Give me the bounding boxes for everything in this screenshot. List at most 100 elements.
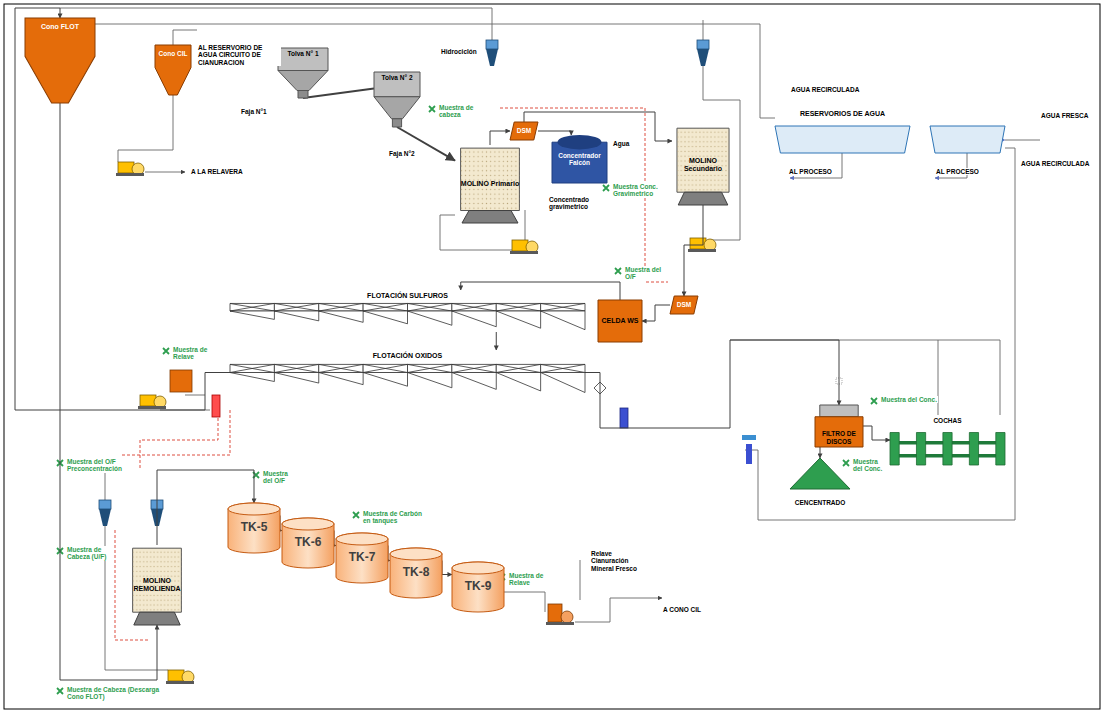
shape-part: [319, 303, 363, 311]
process-pipe: [524, 112, 672, 141]
shape-part: [282, 518, 334, 530]
node-label: TK-6: [293, 534, 324, 552]
shape-part: [452, 311, 496, 327]
disc-filter: FILTRO DE DISCOS: [815, 405, 863, 447]
sample-mark: [163, 348, 169, 354]
node-label: MOLINO REMOLIENDA: [128, 575, 186, 595]
stream-label: A LA RELAVERA: [190, 168, 244, 175]
flotation-bank: FLOTACIÓN OXIDOS: [230, 350, 585, 395]
stream-label: Relave Cianuración Mineral Fresco: [590, 550, 644, 572]
shape-part: [496, 311, 540, 328]
stream-label: AL RESERVORIO DE AGUA CIRCUITO DE CIANUR…: [197, 44, 281, 66]
stream-label: AL PROCESO: [788, 168, 833, 175]
node-label: TK-5: [239, 519, 270, 537]
shape-part: [969, 433, 978, 466]
leach-tank: TK-6: [282, 518, 334, 568]
shape-part: [336, 533, 388, 545]
sample-mark: [603, 185, 609, 191]
sample-mark: [57, 688, 63, 694]
shape-part: [496, 364, 540, 372]
process-pipe: [684, 205, 703, 296]
stream-label: Concentrado gravimetrico: [548, 196, 602, 211]
shape-part: [274, 364, 318, 372]
shape-part: [541, 311, 585, 330]
shape-part: [461, 148, 520, 210]
sample-point-label: Muestra de Relave: [508, 572, 550, 587]
stream-label: AGUA RECIRCULADA: [1020, 160, 1090, 167]
shape-part: [274, 311, 318, 321]
ball-mill: MOLINO REMOLIENDA: [128, 545, 186, 625]
shape-part: [996, 433, 1005, 466]
shape-part: [274, 303, 318, 311]
flotation-cell: CELDA WS: [598, 300, 642, 342]
shape-part: [134, 612, 180, 625]
shape-part: [462, 211, 518, 223]
sample-point-label: Muestra Conc. Gravimetrico: [612, 183, 662, 198]
sample-point-label: Muestra de Carbón en tanques: [362, 510, 426, 525]
node-label: Tolva N° 2: [379, 72, 414, 83]
cone-thickener: Cono FLOT: [25, 18, 95, 103]
node-label: Concentrador Falcón: [552, 150, 607, 169]
shape-part: [558, 135, 602, 149]
shape-part: [319, 311, 363, 322]
shape-part: [496, 373, 540, 391]
stream-label: Agua: [612, 140, 630, 147]
shape-part: [510, 122, 538, 140]
shape-part: [916, 433, 925, 466]
shape-part: [230, 311, 274, 319]
sample-point-label: Muestra del Conc.: [852, 458, 888, 473]
sample-point-label: Muestra de Cabeza (U/F): [66, 546, 114, 561]
shape-part: [363, 311, 407, 324]
leach-tank: TK-5: [228, 503, 280, 553]
stream-label: Faja N°1: [240, 108, 268, 115]
node-label: FLOTACIÓN OXIDOS: [371, 350, 444, 362]
water-reservoir: RESERVORIOS DE AGUA: [775, 108, 910, 153]
stream-label: Hidrociclón: [440, 48, 478, 55]
shape-part: [452, 303, 496, 311]
shape-part: [775, 126, 910, 153]
leach-tank: TK-7: [336, 533, 388, 583]
shape-part: [392, 119, 401, 127]
shape-part: [230, 303, 274, 311]
process-pipe: [496, 332, 497, 350]
node-label: COCHAS: [931, 415, 963, 426]
dsm-screen: DSM: [510, 122, 538, 140]
shape-part: [496, 303, 540, 311]
process-pipe: [442, 561, 452, 575]
node-label: DSM: [515, 125, 533, 136]
leach-tank: TK-8: [390, 548, 442, 598]
process-pipe: [461, 282, 620, 300]
node-label: TK-7: [347, 549, 378, 567]
stream-label: AL PROCESO: [935, 168, 980, 175]
shape-part: [230, 364, 274, 372]
shape-part: [541, 364, 585, 372]
shape-part: [820, 405, 858, 417]
shape-part: [390, 548, 442, 598]
node-label: CENCENTRADO: [793, 497, 848, 508]
process-pipe: [585, 340, 839, 428]
shape-part: [319, 364, 363, 372]
node-label: CELDA WS: [599, 315, 640, 327]
stream-label: AGUA FRESCA: [1040, 112, 1089, 119]
shape-part: [890, 433, 899, 466]
leach-tank: TK-9: [452, 562, 504, 612]
falcon-concentrator: Concentrador Falcón: [552, 135, 607, 183]
process-pipe: [303, 89, 374, 99]
dsm-screen: DSM: [670, 296, 698, 314]
process-pipe: [642, 305, 670, 321]
sample-mark: [429, 106, 435, 112]
sample-point-label: Muestra de cabeza: [438, 104, 484, 119]
node-label: FILTRO DE DISCOS: [815, 428, 863, 447]
shape-part: [541, 303, 585, 311]
shape-part: [278, 71, 328, 91]
node-label: TK-9: [463, 578, 494, 596]
process-pipe: [15, 8, 230, 410]
node-label: Cono CIL: [157, 48, 190, 59]
shape-part: [598, 300, 642, 342]
shape-part: [363, 303, 407, 311]
shape-part: [390, 548, 442, 560]
shape-part: [230, 373, 274, 382]
shape-part: [25, 18, 95, 103]
shape-part: [670, 296, 698, 314]
sample-point-label: Muestra del Conc.: [880, 396, 938, 403]
